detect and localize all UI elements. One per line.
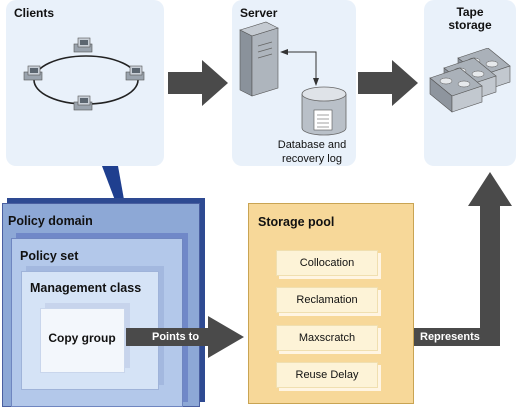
pool-item-reuse-delay: Reuse Delay [276,362,378,388]
server-db-connector [280,49,319,86]
tape-cartridge-icon [429,67,483,113]
server-diagram [239,21,347,136]
database-icon [301,86,347,136]
tape-storage-title: Tape storage [424,6,516,32]
represents-arrow [412,172,512,346]
client-computer-icon [23,65,43,81]
pool-item-maxscratch: Maxscratch [276,325,378,351]
recovery-log-icon [313,109,333,131]
server-title: Server [240,6,278,20]
pool-item-reclamation: Reclamation [276,287,378,313]
pool-item-collocation: Collocation [276,250,378,276]
database-label-line2: recovery log [282,153,342,165]
policy-set-title: Policy set [20,249,79,263]
server-tower-icon [239,21,279,97]
tape-storage-diagram [429,48,511,113]
tape-title-line1: Tape [456,5,484,19]
points-to-label: Points to [152,331,200,343]
copy-group-box [40,308,125,373]
copy-group-title: Copy group [48,331,116,345]
clients-to-server-arrow [168,60,228,106]
clients-title: Clients [14,6,55,20]
database-label: Database and recovery log [258,138,366,166]
storage-pool-title: Storage pool [258,215,335,229]
represents-label: Represents [420,331,480,343]
client-computer-icon [125,65,145,81]
client-computer-icon [73,95,93,111]
client-network-diagram [23,37,145,111]
server-to-tape-arrow [358,60,418,106]
tape-title-line2: storage [448,18,492,32]
client-computer-icon [73,37,93,53]
policy-domain-title: Policy domain [8,214,93,228]
management-class-title: Management class [30,281,142,295]
database-label-line1: Database and [277,139,347,151]
